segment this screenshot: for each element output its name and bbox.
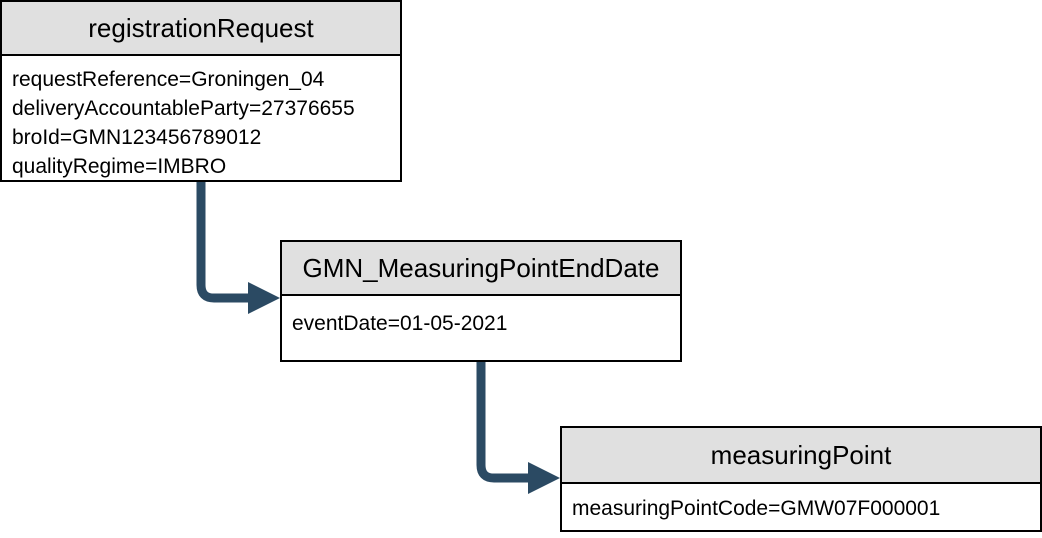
node-attributes: measuringPointCode=GMW07F000001 (562, 484, 1040, 523)
connector-enddate-to-measuringpoint (476, 362, 532, 483)
registration-request-node[interactable]: registrationRequest requestReference=Gro… (0, 0, 402, 182)
attribute-request-reference: requestReference=Groningen_04 (12, 68, 325, 91)
node-title: registrationRequest (2, 2, 400, 56)
measuring-point-end-date-node[interactable]: GMN_MeasuringPointEndDate eventDate=01-0… (280, 240, 682, 362)
attribute-event-date: eventDate=01-05-2021 (292, 312, 508, 335)
measuring-point-node[interactable]: measuringPoint measuringPointCode=GMW07F… (560, 426, 1042, 532)
node-attributes: requestReference=Groningen_04 deliveryAc… (2, 56, 400, 180)
node-attributes: eventDate=01-05-2021 (282, 296, 680, 338)
arrowhead-1 (248, 282, 280, 314)
attribute-measuring-point-code: measuringPointCode=GMW07F000001 (572, 497, 941, 520)
attribute-quality-regime: qualityRegime=IMBRO (12, 155, 227, 178)
connector-registration-to-enddate (196, 182, 252, 303)
node-title: measuringPoint (562, 428, 1040, 484)
node-title: GMN_MeasuringPointEndDate (282, 242, 680, 296)
arrowhead-2 (528, 462, 560, 494)
attribute-delivery-accountable-party: deliveryAccountableParty=27376655 (12, 97, 355, 120)
attribute-bro-id: broId=GMN123456789012 (12, 126, 262, 149)
